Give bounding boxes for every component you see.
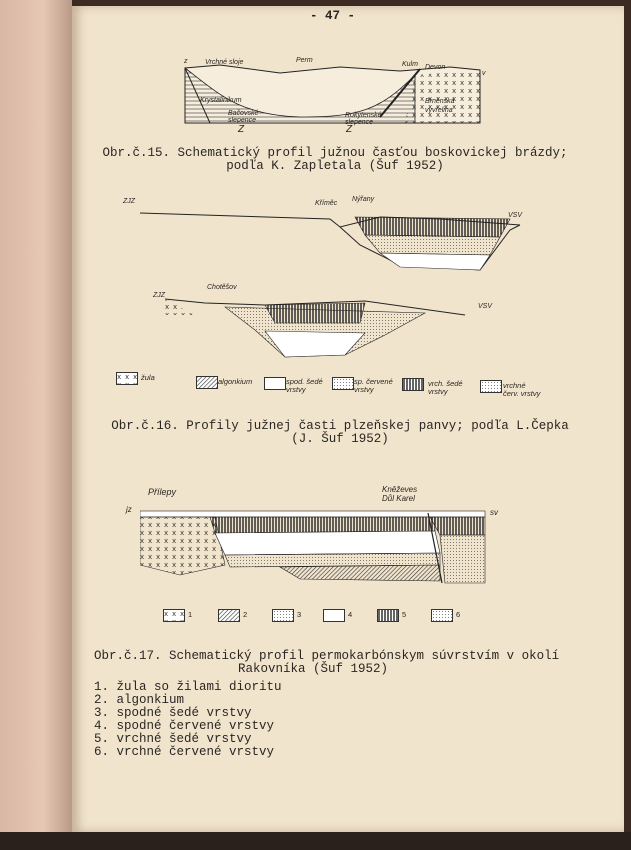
- legend-swatch-vertical: [402, 378, 424, 391]
- fig17-explanation-list: 1. žula so žilami dioritu 2. algonkium 3…: [94, 681, 282, 759]
- fig16-caption-line1: Obr.č.16. Profily južnej časti plzeňskej…: [111, 419, 569, 433]
- fig17-caption-line1: Obr.č.17. Schematický profil permokarbón…: [94, 649, 560, 663]
- legend-label: 5: [402, 610, 407, 619]
- fig16-p1-west: ZJZ: [123, 198, 136, 205]
- facing-page-edge: [0, 0, 72, 835]
- legend-swatch-blank: [264, 377, 286, 390]
- legend-swatch-granite: [163, 609, 185, 622]
- legend-label: vrchné červ. vrstvy: [503, 381, 541, 398]
- fig15-label-perm: Perm: [296, 57, 313, 64]
- fig16-p2-place-chotesov: Chotěšov: [207, 284, 237, 291]
- fig17-place-prilepy: Přílepy: [148, 487, 177, 497]
- fig15-caption-line2: podľa K. Zapletala (Šuf 1952): [226, 159, 444, 173]
- fig15-label-brnenska: Brněnská vyvřelina: [425, 98, 455, 114]
- fig16-profile1-diagram: [140, 212, 521, 271]
- fig16-p2-east: VSV: [478, 303, 493, 310]
- fig15-label-krystalinikum: Krystalinikum: [200, 97, 242, 104]
- legend-label: algonkium: [218, 377, 253, 386]
- legend-label: 4: [348, 610, 353, 619]
- fig16-p2-west: ZJZ: [153, 292, 166, 299]
- legend-label: 1: [188, 610, 193, 619]
- list-item: 2. algonkium: [94, 693, 185, 707]
- fig15-label-z: z: [184, 58, 188, 65]
- legend-label: 3: [297, 610, 302, 619]
- fig16-p1-place-krimec: Kříměc: [315, 200, 338, 207]
- fig15-label-rokytenske: Rokytenské slepence: [345, 112, 382, 126]
- legend-swatch-hatch: [196, 376, 218, 389]
- fig16-profile2-diagram: [165, 298, 466, 358]
- legend-swatch-dots: [272, 609, 294, 622]
- fig17-west: jz: [126, 505, 132, 514]
- legend-label: vrch. šedé vrstvy: [428, 379, 463, 396]
- fig15-label-kulm: Kulm: [402, 61, 418, 68]
- legend-swatch-hatch: [218, 609, 240, 622]
- list-item: 6. vrchné červené vrstvy: [94, 745, 275, 759]
- legend-label: 2: [243, 610, 248, 619]
- list-item: 4. spodné červené vrstvy: [94, 719, 275, 733]
- page-number: - 47 -: [310, 9, 356, 23]
- legend-swatch-dots: [431, 609, 453, 622]
- scan-background: [0, 832, 631, 850]
- list-item: 1. žula so žilami dioritu: [94, 680, 282, 694]
- fig16-p1-east: VSV: [508, 212, 523, 219]
- fig15-profile-diagram: [184, 64, 481, 124]
- legend-swatch-granite: [116, 372, 138, 385]
- legend-swatch-vertical: [377, 609, 399, 622]
- fig17-profile-diagram: [140, 510, 486, 584]
- fig16-caption-line2: (J. Šuf 1952): [291, 432, 389, 446]
- legend-label: sp. červené vrstvy: [354, 377, 393, 394]
- list-item: 3. spodné šedé vrstvy: [94, 706, 252, 720]
- fig17-place-knezeves: Kněževes Důl Karel: [382, 485, 418, 503]
- fig15-label-devon: Devon: [425, 64, 446, 71]
- legend-swatch-blank: [323, 609, 345, 622]
- fig15-label-vrchne-sloje: Vrchné sloje: [205, 59, 244, 66]
- fig15-fault-1: Z: [238, 124, 245, 135]
- fig17-caption-line2: Rakovníka (Šuf 1952): [238, 662, 389, 676]
- legend-label: žula: [141, 373, 155, 382]
- legend-label: 6: [456, 610, 461, 619]
- legend-swatch-dots: [332, 377, 354, 390]
- fig17-east: sv: [490, 508, 498, 517]
- fig15-caption-line1: Obr.č.15. Schematický profil južnou časť…: [102, 146, 568, 160]
- fig15-label-bacovske: Bačovské slepence: [228, 110, 259, 124]
- legend-swatch-dots: [480, 380, 502, 393]
- book-page: [72, 6, 624, 832]
- fig15-fault-2: Z: [346, 124, 353, 135]
- fig16-p1-place-nyrany: Nýřany: [352, 196, 375, 203]
- list-item: 5. vrchné šedé vrstvy: [94, 732, 252, 746]
- fig15-label-v: v: [482, 70, 486, 77]
- legend-label: spod. šedé vrstvy: [286, 377, 323, 394]
